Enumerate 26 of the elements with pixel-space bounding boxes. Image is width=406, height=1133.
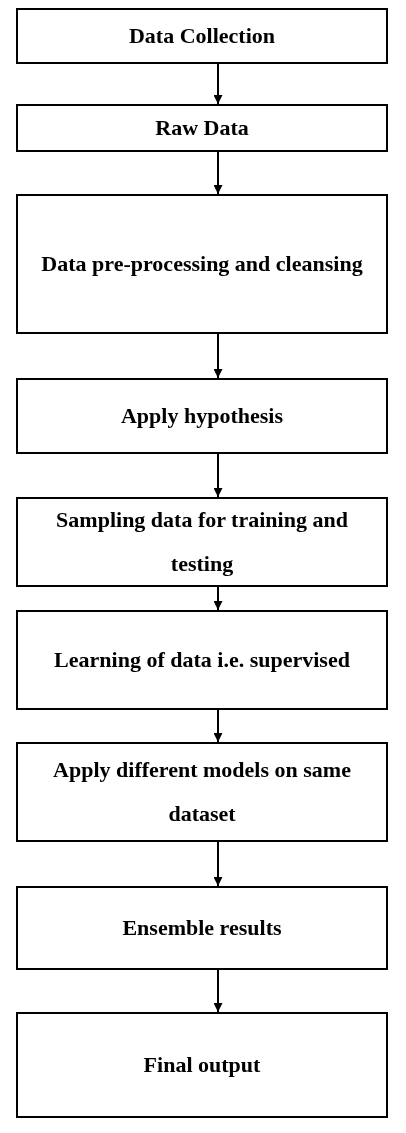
- arrow: [213, 841, 223, 887]
- arrow: [213, 586, 223, 611]
- box-label: Raw Data: [155, 114, 249, 142]
- arrow: [213, 969, 223, 1013]
- box-label: Ensemble results: [122, 914, 282, 942]
- arrow: [213, 709, 223, 743]
- arrow: [213, 63, 223, 105]
- box-label: Sampling data for training and testing: [55, 506, 349, 578]
- box-label: Apply different models on same dataset: [52, 756, 352, 828]
- process-box: [16, 497, 388, 587]
- arrow: [213, 333, 223, 379]
- process-box: [16, 8, 388, 64]
- box-label: Final output: [143, 1051, 261, 1079]
- process-box: [16, 610, 388, 710]
- process-box: [16, 378, 388, 454]
- process-box: [16, 104, 388, 152]
- box-label: Apply hypothesis: [121, 402, 283, 430]
- box-label: Data pre-processing and cleansing: [41, 250, 363, 278]
- arrow: [213, 151, 223, 195]
- process-box: [16, 194, 388, 334]
- arrow: [213, 453, 223, 498]
- process-box: [16, 742, 388, 842]
- process-box: [16, 886, 388, 970]
- box-label: Learning of data i.e. supervised: [54, 646, 350, 674]
- process-box: [16, 1012, 388, 1118]
- box-label: Data Collection: [129, 22, 275, 50]
